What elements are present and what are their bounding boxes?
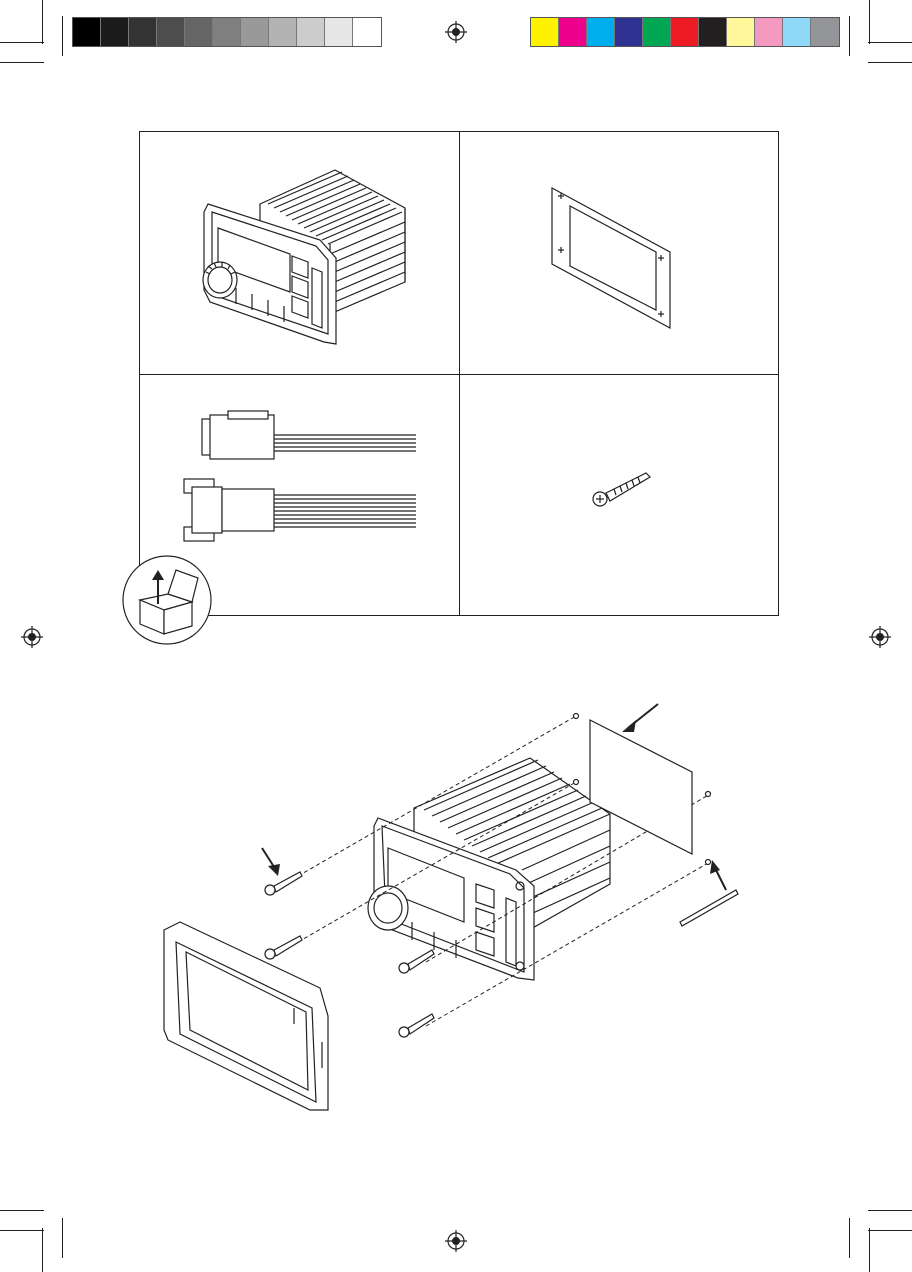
registration-target-icon xyxy=(445,1230,467,1252)
process-swatch-1 xyxy=(531,18,559,46)
screw-icon xyxy=(265,936,302,959)
process-swatch-3 xyxy=(587,18,615,46)
grayscale-color-bar xyxy=(72,17,382,47)
process-swatch-10 xyxy=(783,18,811,46)
crop-mark-bottom-right-v xyxy=(869,1228,870,1272)
drill-bit-icon xyxy=(680,890,738,926)
grayscale-swatch-5 xyxy=(185,18,213,46)
registration-target-icon xyxy=(445,21,467,43)
installation-diagram xyxy=(150,690,770,1120)
arrow-icon xyxy=(710,860,726,890)
process-swatch-11 xyxy=(811,18,839,46)
trim-ring xyxy=(164,922,328,1110)
crop-mark-bottom-left-v2 xyxy=(62,1218,63,1258)
part-cell-mounting-screw xyxy=(460,375,778,615)
grayscale-swatch-7 xyxy=(241,18,269,46)
crop-mark-bottom-left-v xyxy=(42,1228,43,1272)
registration-target-icon xyxy=(869,626,891,648)
gasket-icon xyxy=(460,132,778,374)
process-swatch-9 xyxy=(755,18,783,46)
crop-mark-bottom-left-h2 xyxy=(0,1230,44,1231)
process-swatch-2 xyxy=(559,18,587,46)
process-swatch-8 xyxy=(727,18,755,46)
crop-mark-top-left-h2 xyxy=(0,62,44,63)
crop-mark-top-right-h2 xyxy=(868,62,912,63)
process-swatch-6 xyxy=(671,18,699,46)
screw-icon xyxy=(399,1014,434,1037)
crop-mark-bottom-right-v2 xyxy=(849,1218,850,1258)
part-cell-head-unit xyxy=(140,132,459,374)
arrow-icon xyxy=(262,848,280,876)
grayscale-swatch-10 xyxy=(325,18,353,46)
process-color-bar xyxy=(530,17,840,47)
screw-icon xyxy=(399,950,434,973)
grayscale-swatch-1 xyxy=(73,18,101,46)
open-box-icon xyxy=(122,554,212,646)
arrow-icon xyxy=(622,704,658,732)
part-cell-mounting-gasket xyxy=(460,132,778,374)
grayscale-swatch-4 xyxy=(157,18,185,46)
crop-mark-top-left-h xyxy=(0,42,44,43)
screw-icon xyxy=(460,375,778,615)
crop-mark-top-right-v xyxy=(869,0,870,44)
crop-mark-top-right-h xyxy=(868,42,912,43)
grayscale-swatch-11 xyxy=(353,18,381,46)
crop-mark-bottom-right-h2 xyxy=(868,1230,912,1231)
crop-mark-bottom-right-h xyxy=(868,1210,912,1211)
crop-mark-top-left-v xyxy=(42,0,43,44)
process-swatch-7 xyxy=(699,18,727,46)
parts-list-grid xyxy=(139,131,779,616)
grayscale-swatch-8 xyxy=(269,18,297,46)
process-swatch-5 xyxy=(643,18,671,46)
grayscale-swatch-9 xyxy=(297,18,325,46)
screw-icon xyxy=(265,872,302,895)
head-unit-icon xyxy=(140,132,459,374)
process-swatch-4 xyxy=(615,18,643,46)
grayscale-swatch-6 xyxy=(213,18,241,46)
grayscale-swatch-2 xyxy=(101,18,129,46)
crop-mark-top-right-v2 xyxy=(849,16,850,56)
grayscale-swatch-3 xyxy=(129,18,157,46)
registration-target-icon xyxy=(21,626,43,648)
head-unit xyxy=(368,758,610,980)
crop-mark-top-left-v2 xyxy=(62,16,63,56)
crop-mark-bottom-left-h xyxy=(0,1210,44,1211)
